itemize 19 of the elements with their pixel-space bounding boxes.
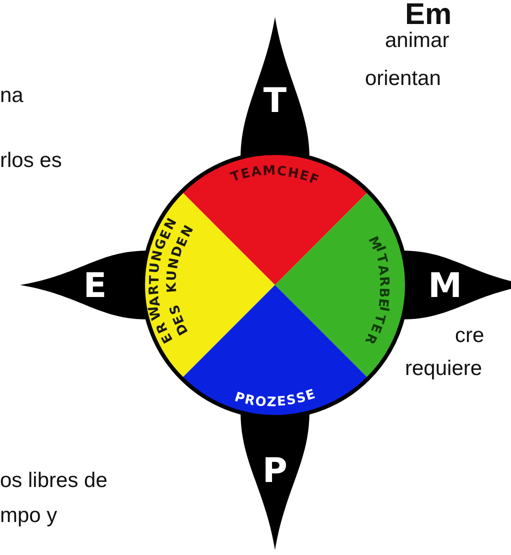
compass-point: [240, 413, 310, 550]
text-fragment: mpo y: [0, 505, 58, 526]
point-letter: P: [262, 451, 288, 491]
point-letter: E: [83, 266, 107, 306]
sector-label: PROZESSE: [232, 387, 318, 410]
text-fragment: na: [0, 85, 24, 106]
text-fragment: rlos es: [0, 150, 62, 171]
compass-point: [240, 17, 310, 157]
text-fragment: orientan: [365, 68, 441, 89]
point-letter: M: [428, 266, 462, 306]
text-fragment: os libres de: [0, 470, 108, 491]
heading-fragment: Em: [405, 0, 452, 30]
text-fragment: cre: [455, 325, 484, 346]
text-fragment: requiere: [405, 358, 482, 379]
compass-point: [403, 250, 511, 320]
compass-point: [20, 250, 147, 320]
sector-label: TEAMCHEF: [228, 163, 320, 188]
text-fragment: animar: [385, 30, 450, 51]
point-letter: T: [263, 81, 287, 121]
